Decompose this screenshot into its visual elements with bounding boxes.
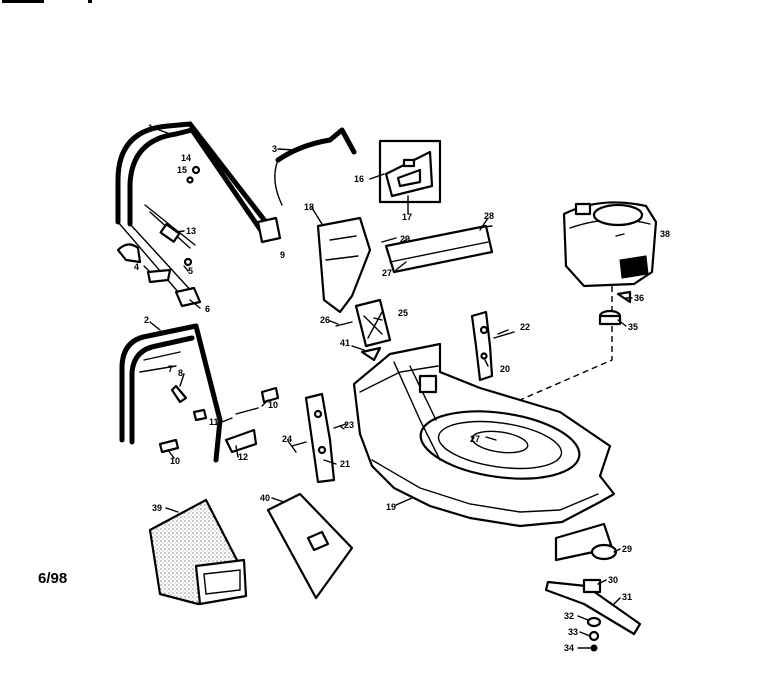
callout-36: 36	[634, 293, 644, 303]
callout-35: 35	[628, 322, 638, 332]
callout-28: 28	[484, 211, 494, 221]
callout-29-bottom: 29	[622, 544, 632, 554]
callout-14: 14	[181, 153, 191, 163]
blade-adapter-top	[598, 290, 632, 326]
lower-handle	[119, 323, 280, 463]
callout-12: 12	[238, 452, 248, 462]
callout-15: 15	[177, 165, 187, 175]
callout-41: 41	[340, 338, 350, 348]
callout-6: 6	[205, 304, 210, 314]
rear-hinge-plate	[381, 224, 494, 274]
callout-38: 38	[660, 229, 670, 239]
part-41	[360, 346, 382, 362]
baffle	[316, 216, 372, 314]
callout-4: 4	[134, 262, 139, 272]
callout-20: 20	[500, 364, 510, 374]
callout-2: 2	[144, 315, 149, 325]
blade-assembly	[544, 578, 642, 652]
engine-shaft-line	[519, 286, 613, 401]
callout-11: 11	[209, 417, 219, 427]
callout-26: 26	[320, 315, 330, 325]
callout-22: 22	[520, 322, 530, 332]
callout-19: 19	[386, 502, 396, 512]
callout-24: 24	[282, 434, 292, 444]
callout-39: 39	[152, 503, 162, 513]
callout-9: 9	[280, 250, 285, 260]
callout-13: 13	[186, 226, 196, 236]
callout-10-right: 10	[268, 400, 278, 410]
callout-23: 23	[344, 420, 354, 430]
lower-bracket	[554, 522, 618, 562]
callout-5: 5	[188, 266, 193, 276]
header-fragment-mid	[88, 0, 92, 3]
callout-16: 16	[354, 174, 364, 184]
leader-lines	[143, 127, 633, 649]
callout-7: 7	[168, 364, 173, 374]
control-cable	[274, 127, 357, 206]
callout-29-top: 29	[400, 234, 410, 244]
callout-27-top: 27	[382, 268, 392, 278]
rear-door	[335, 298, 392, 348]
callout-3: 3	[272, 144, 277, 154]
callout-33: 33	[568, 627, 578, 637]
mower-deck	[352, 342, 616, 528]
header-fragment-left	[2, 0, 44, 3]
callout-25: 25	[398, 308, 408, 318]
height-adjuster-front	[291, 392, 347, 484]
handle-hardware	[116, 165, 202, 308]
callout-10-left: 10	[170, 456, 180, 466]
callout-37: 27	[470, 434, 480, 444]
callout-34: 34	[564, 643, 574, 653]
upper-handle	[115, 121, 282, 301]
catcher-cover	[266, 492, 354, 600]
callout-21: 21	[340, 459, 350, 469]
grass-catcher-bag	[148, 498, 248, 606]
engine	[562, 201, 658, 288]
callout-30: 30	[608, 575, 618, 585]
callout-labels: 1 3 14 15 16 17 18 28 29 27 13 4 5 9 6 2…	[134, 123, 670, 653]
callout-31: 31	[622, 592, 632, 602]
callout-18: 18	[304, 202, 314, 212]
bracket-inset	[378, 139, 442, 204]
date-code: 6/98	[38, 570, 67, 587]
callout-17: 17	[402, 212, 412, 222]
callout-40: 40	[260, 493, 270, 503]
callout-8-lower: 8	[178, 368, 183, 378]
callout-1: 1	[148, 123, 153, 133]
callout-32: 32	[564, 611, 574, 621]
